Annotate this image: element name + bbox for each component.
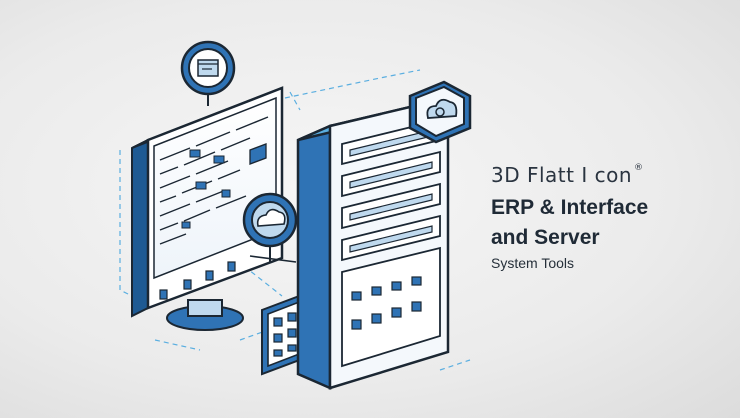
heading-line-4: System Tools — [491, 255, 574, 271]
cloud-icon — [242, 192, 298, 263]
heading-line-1-text: 3D Flatt I con — [491, 163, 633, 187]
cloud-badge-icon — [408, 80, 472, 144]
heading-line-2: ERP & Interface — [491, 196, 649, 219]
window-icon — [180, 40, 236, 106]
heading-line-1: 3D Flatt I con® — [491, 163, 644, 187]
registered-mark: ® — [634, 163, 644, 173]
server-tower-icon — [296, 96, 450, 390]
heading-line-3: and Server — [491, 226, 600, 249]
monitor-icon — [131, 86, 284, 331]
